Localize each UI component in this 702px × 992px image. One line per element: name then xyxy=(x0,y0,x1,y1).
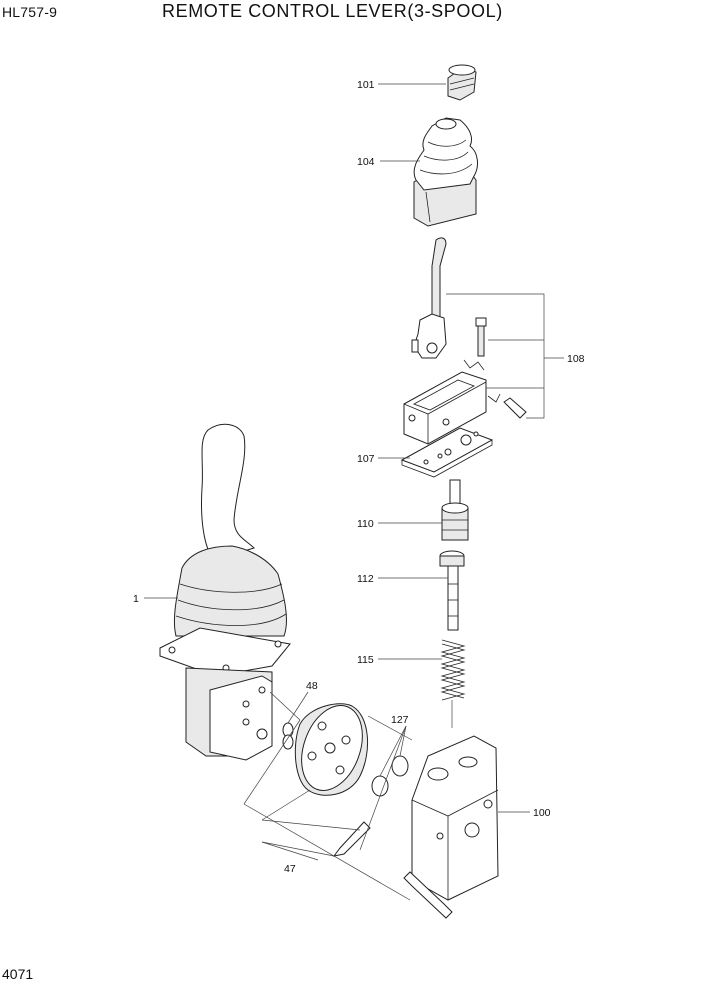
leader-lines xyxy=(378,83,448,660)
part-48-o-rings xyxy=(282,691,309,750)
callout-115: 115 xyxy=(357,654,374,666)
callout-104: 104 xyxy=(357,156,375,168)
page-number: 4071 xyxy=(2,966,34,982)
part-127-o-rings xyxy=(371,725,409,797)
part-47-bolts xyxy=(243,691,453,919)
part-1-lever-assembly xyxy=(144,423,291,761)
callout-110: 110 xyxy=(357,518,374,530)
callout-112: 112 xyxy=(357,573,374,585)
callout-107: 107 xyxy=(357,453,375,465)
callout-127: 127 xyxy=(391,714,409,726)
part-108-lever-assembly xyxy=(403,237,564,445)
part-101-knob xyxy=(447,64,477,101)
adapter-flange-disk xyxy=(294,703,369,796)
page-title: REMOTE CONTROL LEVER(3-SPOOL) xyxy=(162,1,503,21)
model-number: HL757-9 xyxy=(2,4,58,20)
callout-101: 101 xyxy=(357,79,375,91)
callout-1: 1 xyxy=(133,593,139,605)
part-100-casing xyxy=(411,735,530,901)
callout-47: 47 xyxy=(284,863,296,875)
callout-108: 108 xyxy=(567,353,585,365)
part-115-spring xyxy=(440,639,466,728)
callout-100: 100 xyxy=(533,807,551,819)
part-104-boot xyxy=(413,117,478,227)
part-110-plunger xyxy=(441,479,469,541)
part-112-spool xyxy=(439,550,465,631)
callout-48: 48 xyxy=(306,680,318,692)
part-107-plate xyxy=(400,427,494,478)
